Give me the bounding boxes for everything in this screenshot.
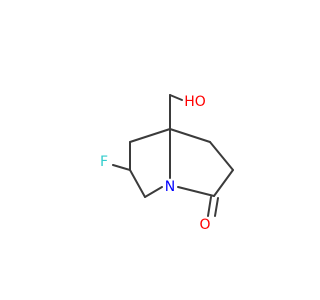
hydroxyl-label: HO bbox=[184, 94, 206, 110]
bond-carbonyl-a bbox=[207, 196, 212, 217]
bond-c3-n bbox=[177, 186, 215, 197]
bond-bridgehead-c1 bbox=[169, 128, 211, 143]
bond-c1-c2 bbox=[209, 141, 234, 171]
carbonyl-oxygen-label: O bbox=[199, 217, 210, 233]
bond-bridgehead-c7 bbox=[129, 128, 171, 143]
molecule-structure: HO F N O bbox=[100, 94, 234, 233]
fluorine-label: F bbox=[100, 154, 108, 170]
bond-carbonyl-b bbox=[214, 197, 219, 217]
bond-c2-c3 bbox=[213, 169, 234, 197]
nitrogen-label: N bbox=[165, 179, 175, 195]
bond-ch2-oh bbox=[169, 94, 183, 101]
atom-labels: HO F N O bbox=[100, 94, 211, 233]
bond-layer bbox=[112, 94, 234, 217]
bond-c6-c5 bbox=[129, 169, 146, 198]
bond-c5-n bbox=[144, 186, 163, 198]
bond-c6-f bbox=[112, 164, 131, 171]
